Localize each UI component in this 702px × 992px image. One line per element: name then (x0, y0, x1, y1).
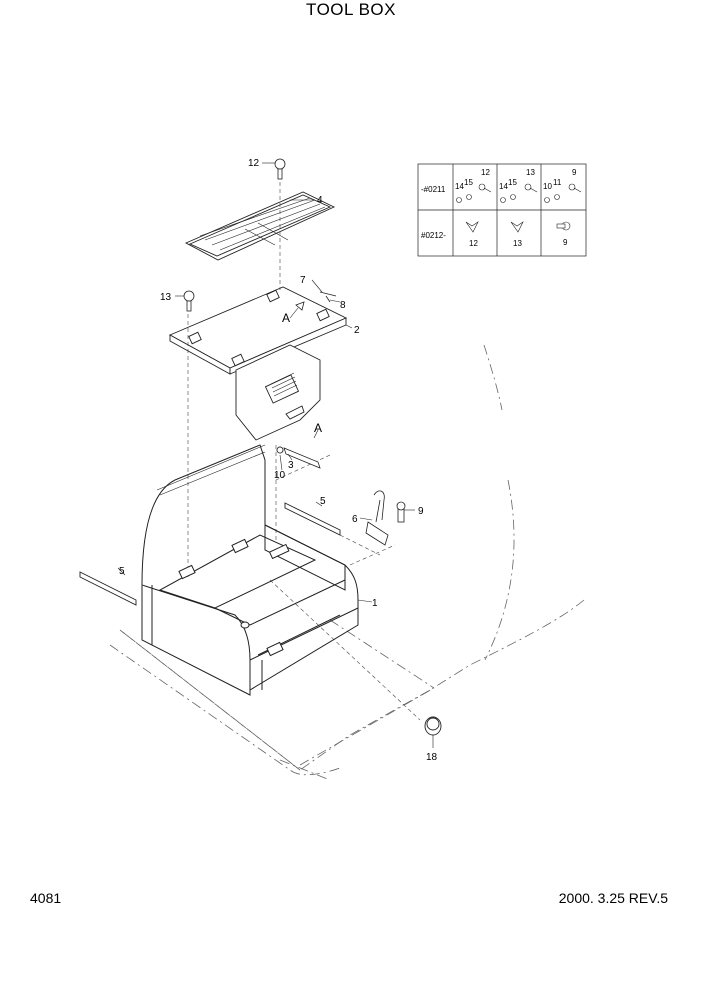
cap-item-18 (424, 716, 442, 736)
callout-3: 3 (288, 460, 294, 471)
table-r2c2: 13 (513, 239, 522, 248)
callout-5-right: 5 (320, 496, 326, 507)
view-marker-a-top: A (282, 311, 290, 325)
table-r1c1-a: 14 (455, 182, 464, 191)
support-bars (79, 502, 341, 606)
tool-box-top-cover (168, 286, 348, 441)
callout-6: 6 (352, 514, 358, 525)
callout-8: 8 (340, 300, 346, 311)
view-marker-a-side: A (314, 421, 322, 435)
table-row1-part-icons (456, 183, 582, 203)
callout-5-left: 5 (119, 566, 125, 577)
bolt-item-13 (183, 290, 195, 312)
callout-9: 9 (418, 506, 424, 517)
leader-lines (117, 162, 434, 748)
table-r1c1-c: 12 (481, 168, 490, 177)
table-r2c3: 9 (563, 238, 568, 247)
page-number: 4081 (30, 890, 62, 906)
washer-item-10 (276, 446, 284, 454)
page-title: TOOL BOX (306, 0, 396, 19)
callout-2: 2 (354, 325, 360, 336)
table-r1c2-b: 15 (508, 178, 517, 187)
callout-12: 12 (248, 158, 260, 169)
table-r2c1: 12 (469, 239, 478, 248)
table-r1c2-a: 14 (499, 182, 508, 191)
table-row1-label: -#0211 (421, 185, 446, 194)
table-row2-part-icons (465, 221, 571, 233)
bolt-item-12 (274, 158, 286, 180)
callout-18: 18 (426, 752, 438, 763)
callout-7: 7 (300, 275, 306, 286)
serial-parts-table (417, 163, 587, 257)
callout-1: 1 (372, 598, 378, 609)
revision-date: 2000. 3.25 REV.5 (558, 890, 668, 906)
machine-outline-dashed (109, 344, 585, 781)
table-r1c3-b: 11 (553, 178, 562, 187)
callout-10: 10 (274, 470, 286, 481)
table-r1c2-c: 13 (526, 168, 535, 177)
table-row2-label: #0212- (421, 231, 446, 240)
callout-13: 13 (160, 292, 172, 303)
table-r1c3-c: 9 (572, 168, 577, 177)
assembly-centerlines (187, 175, 421, 721)
tool-box-body (141, 444, 359, 696)
tool-box-grating (184, 191, 336, 261)
table-r1c1-b: 15 (464, 178, 473, 187)
callout-4: 4 (317, 195, 323, 206)
table-r1c3-a: 10 (543, 182, 552, 191)
